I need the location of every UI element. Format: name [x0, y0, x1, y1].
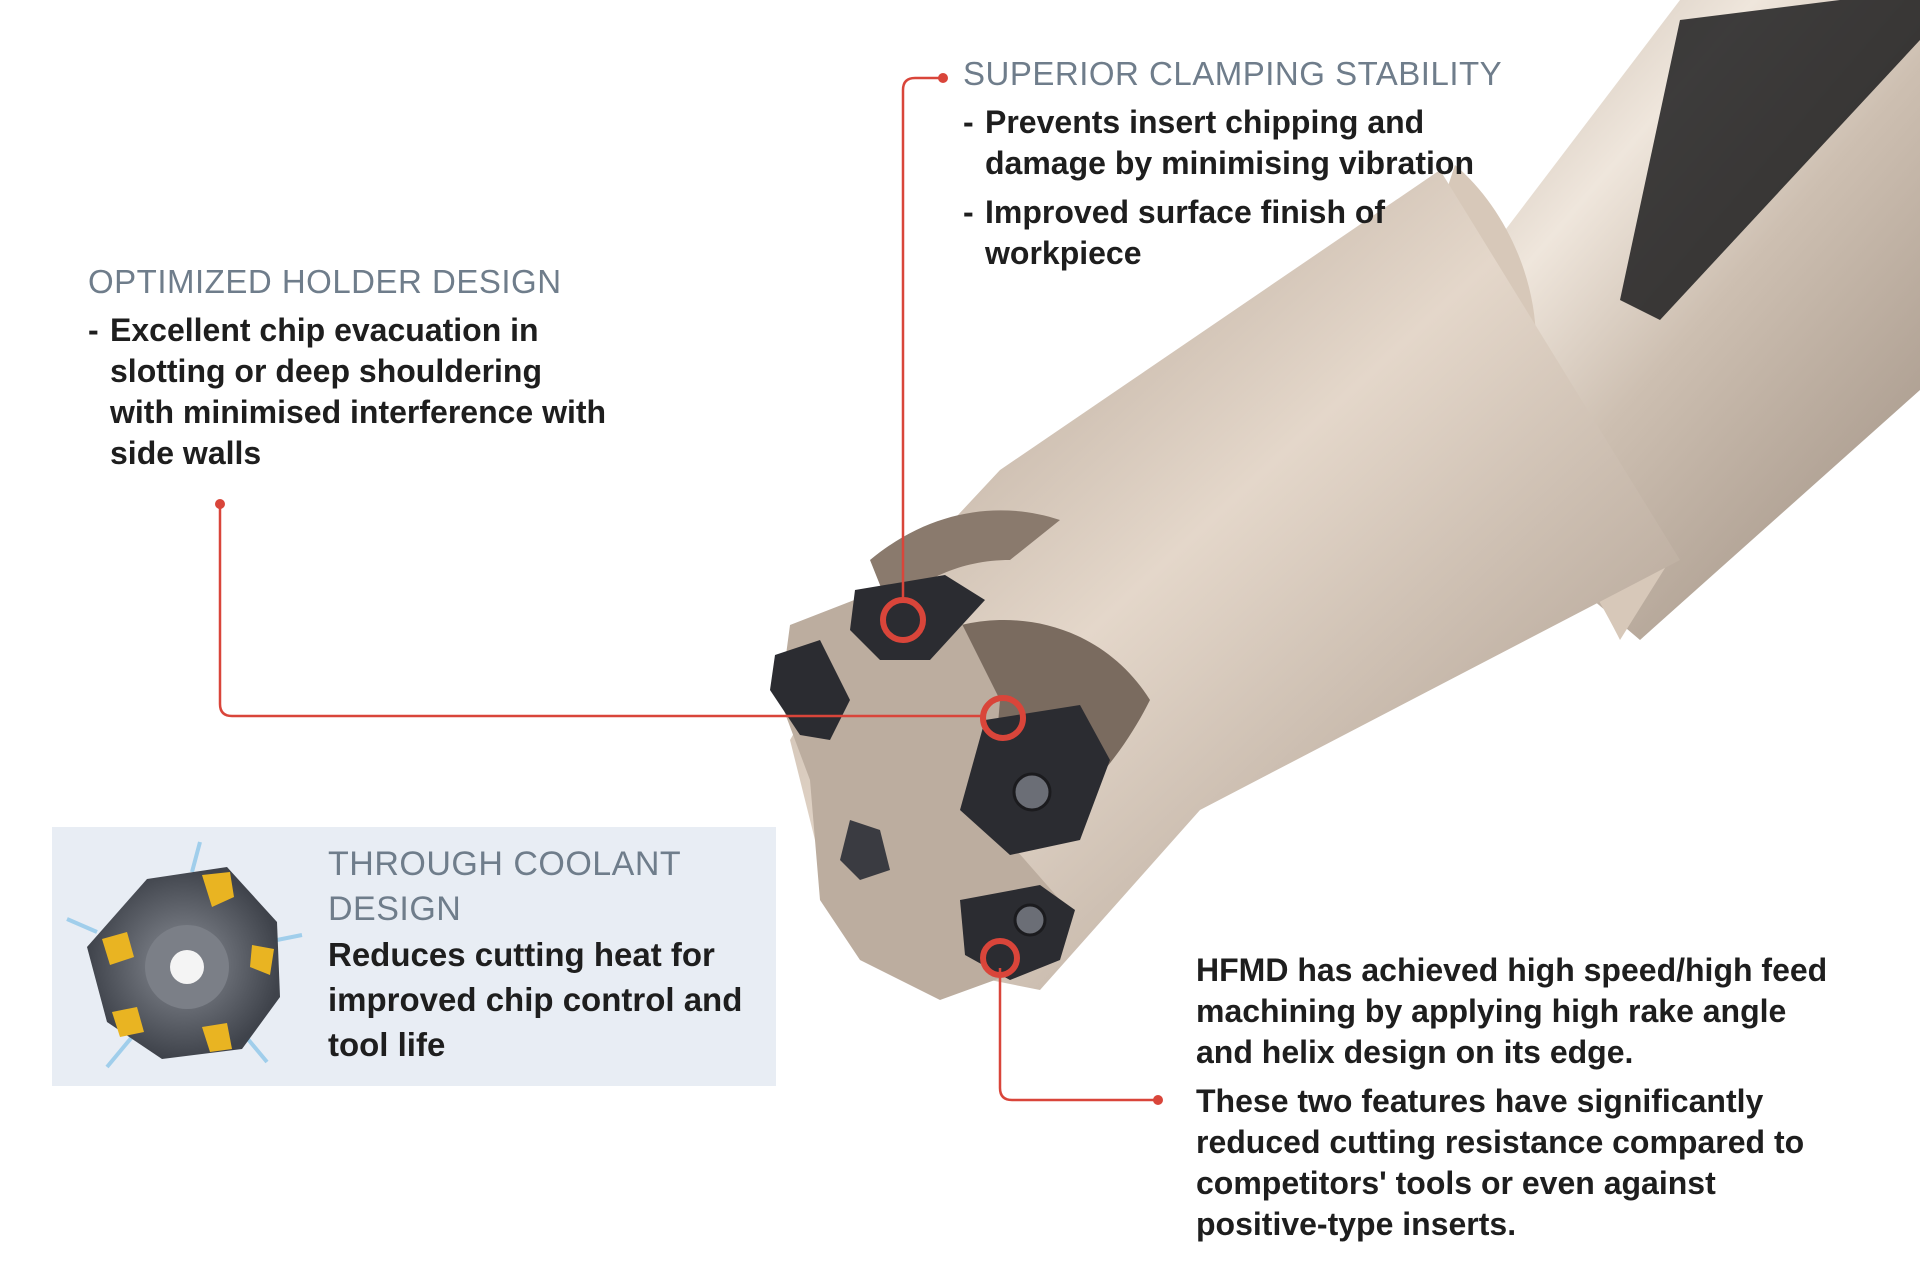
leader-holder [218, 504, 985, 718]
callout-bullet: Excellent chip evacuation in slotting or… [88, 310, 608, 474]
callout-paragraph: These two features have significantly re… [1196, 1083, 1805, 1242]
leader-dot [1153, 1095, 1163, 1105]
shank-flat-groove [1620, 0, 1920, 320]
end-mill-face-illustration [66, 841, 303, 1069]
face-bore [170, 950, 204, 984]
insert-side [840, 820, 890, 880]
face-insert [102, 932, 134, 965]
highlight-rings [880, 597, 1026, 978]
leader-dots [215, 73, 1163, 1105]
callout-list: Prevents insert chipping and damage by m… [963, 102, 1523, 274]
leader-clamping [901, 76, 941, 600]
insert-bottom [960, 885, 1075, 980]
callout-hfmd: HFMD has achieved high speed/high feed m… [1196, 950, 1836, 1253]
face-insert [250, 945, 274, 975]
leader-dot [215, 499, 225, 509]
callout-clamping-stability: SUPERIOR CLAMPING STABILITY Prevents ins… [963, 54, 1523, 282]
callout-coolant-design: THROUGH COOLANT DESIGN Reduces cutting h… [328, 842, 768, 1067]
insert-top [850, 575, 985, 660]
insert-screw [1012, 772, 1052, 812]
leader-dot [938, 73, 948, 83]
face-insert [202, 872, 234, 907]
leader-hfmd [998, 968, 1158, 1102]
highlight-ring [980, 938, 1020, 978]
face-insert [202, 1023, 232, 1052]
highlight-ring [880, 597, 926, 643]
callout-text: Reduces cutting heat for improved chip c… [328, 936, 743, 1063]
coolant-panel [52, 827, 776, 1086]
face-insert [112, 1007, 144, 1037]
leader-lines [218, 76, 1158, 1102]
callout-holder-design: OPTIMIZED HOLDER DESIGN Excellent chip e… [88, 262, 608, 482]
callout-title: SUPERIOR CLAMPING STABILITY [963, 55, 1503, 92]
highlight-ring [980, 695, 1026, 741]
callout-title: THROUGH COOLANT DESIGN [328, 845, 681, 928]
callout-bullet: Prevents insert chipping and damage by m… [963, 102, 1523, 184]
insert-screw [1013, 903, 1047, 937]
callout-bullet: Improved surface finish of workpiece [963, 192, 1523, 274]
callout-title: OPTIMIZED HOLDER DESIGN [88, 263, 562, 300]
callout-paragraph: HFMD has achieved high speed/high feed m… [1196, 952, 1828, 1070]
callout-list: Excellent chip evacuation in slotting or… [88, 310, 608, 474]
